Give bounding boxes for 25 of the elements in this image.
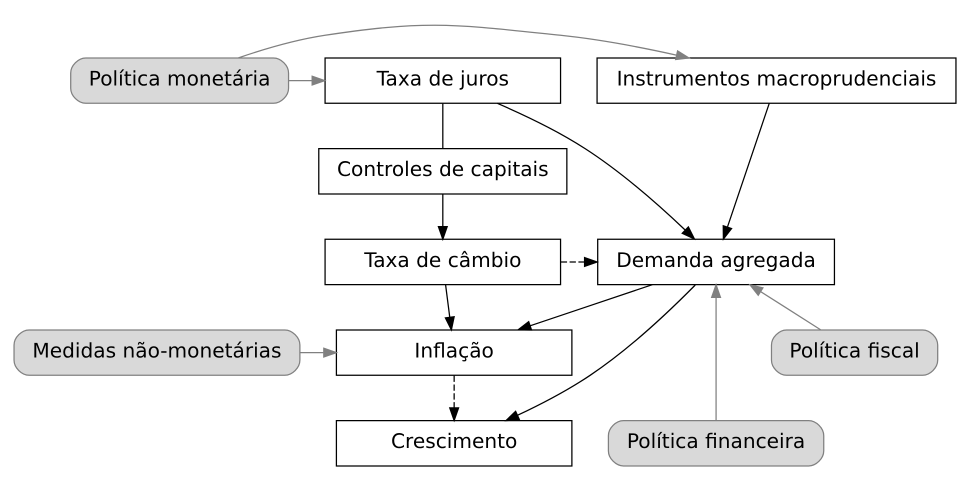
arrow [438, 194, 448, 242]
node-box: Instrumentos macroprudenciais [596, 57, 957, 104]
arrow [238, 24, 691, 60]
node-box: Taxa de câmbio [324, 238, 562, 286]
arrow [710, 282, 722, 420]
arrow [288, 75, 327, 86]
node-box: Medidas não-monetárias [13, 329, 301, 376]
node-box: Crescimento [336, 420, 573, 467]
arrow [516, 284, 653, 331]
node-box: Controles de capitais [318, 148, 568, 195]
arrow [722, 103, 770, 241]
arrow [444, 284, 455, 332]
node-box: Política fiscal [770, 329, 938, 376]
arrow [748, 284, 821, 330]
node-box: Política financeira [608, 420, 824, 467]
connector [442, 104, 444, 148]
arrow [497, 102, 696, 240]
node-box: Política monetária [70, 57, 290, 104]
arrow [560, 256, 600, 268]
arrow [504, 284, 696, 422]
node-box: Inflação [336, 329, 573, 376]
arrow [448, 376, 460, 422]
arrow [300, 347, 338, 358]
node-box: Demanda agregada [597, 238, 836, 286]
node-box: Taxa de juros [324, 57, 562, 104]
